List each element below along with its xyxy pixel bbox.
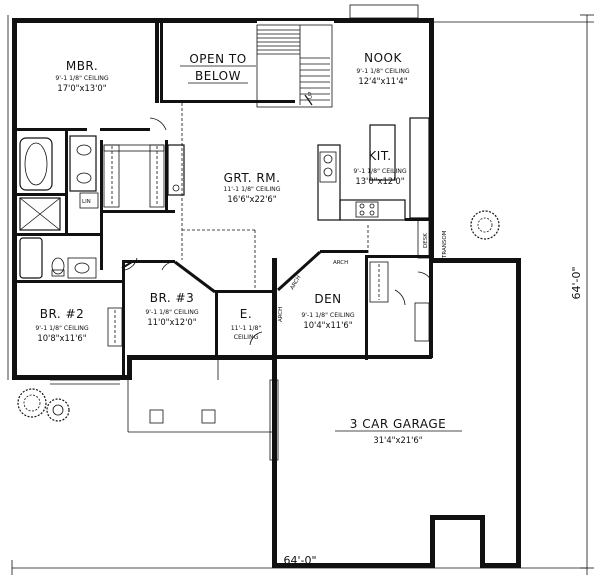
transom-label: TRANSOM [442, 230, 448, 259]
kitchen-fixtures [317, 117, 430, 259]
room-br3: BR. #3 9'-1 1/8" CEILING 11'0"x12'0" [145, 291, 198, 327]
room-open-to-below: OPEN TO BELOW [180, 52, 256, 84]
front-porch [127, 360, 272, 433]
den-size: 10'4"x11'6" [303, 320, 352, 330]
kit-ceiling: 9'-1 1/8" CEILING [353, 168, 406, 175]
den-ceiling: 9'-1 1/8" CEILING [301, 312, 354, 319]
walk-in-closet [103, 144, 165, 208]
desk-label: DESK [423, 233, 429, 248]
br3-size: 11'0"x12'0" [147, 317, 196, 327]
arch-label-entry: ARCH [278, 307, 284, 322]
grt-size: 16'6"x22'6" [227, 194, 276, 204]
room-br2: BR. #2 9'-1 1/8" CEILING 10'8"x11'6" [35, 307, 88, 343]
shrub-left [17, 388, 70, 422]
br3-ceiling: 9'-1 1/8" CEILING [145, 309, 198, 316]
br2-size: 10'8"x11'6" [37, 333, 86, 343]
stair-up-label: UP [308, 91, 314, 99]
room-entry: E. 11'-1 1/8" CEILING [231, 307, 262, 341]
room-den: DEN 9'-1 1/8" CEILING 10'4"x11'6" [301, 292, 354, 330]
mbr-name: MBR. [66, 59, 98, 73]
interior-walls [17, 23, 432, 380]
open-line2: BELOW [195, 69, 241, 83]
entry-ceiling-1: 11'-1 1/8" [231, 325, 262, 332]
br2-ceiling: 9'-1 1/8" CEILING [35, 325, 88, 332]
nook-ceiling: 9'-1 1/8" CEILING [356, 68, 409, 75]
entry-name: E. [240, 307, 252, 321]
shrub-right [470, 210, 500, 240]
front-steps [50, 379, 120, 385]
arch-label-top: ARCH [333, 260, 348, 266]
openings [181, 103, 369, 290]
br2-name: BR. #2 [40, 307, 84, 321]
entry-ceiling-2: CEILING [234, 334, 259, 341]
garage-name: 3 CAR GARAGE [350, 417, 446, 431]
br3-name: BR. #3 [150, 291, 194, 305]
master-bath-fixtures [19, 135, 99, 231]
room-kitchen: KIT. 9'-1 1/8" CEILING 13'0"x12'0" [353, 149, 406, 186]
mbr-size: 17'0"x13'0" [57, 83, 106, 93]
rear-stoop [349, 4, 419, 19]
exterior-walls [12, 18, 521, 568]
hall-bath-fixtures [19, 237, 97, 279]
den-name: DEN [314, 292, 341, 306]
kit-name: KIT. [368, 149, 391, 163]
garage-pillars [269, 379, 279, 461]
kit-size: 13'0"x12'0" [355, 176, 404, 186]
room-great-room: GRT. RM. 11'-1 1/8" CEILING 16'6"x22'6" [223, 171, 280, 204]
diagonal-walls [121, 250, 322, 294]
dimension-lines [7, 14, 594, 575]
grt-name: GRT. RM. [224, 171, 281, 185]
room-garage: 3 CAR GARAGE 31'4"x21'6" [335, 417, 462, 445]
fireplace [167, 144, 185, 196]
nook-name: NOOK [364, 51, 402, 65]
room-mbr: MBR. 9'-1 1/8" CEILING 17'0"x13'0" [55, 59, 108, 93]
linen-label: LIN [82, 199, 91, 205]
door-swings [124, 117, 433, 346]
mbr-ceiling: 9'-1 1/8" CEILING [55, 75, 108, 82]
depth-dimension: 64'-0" [570, 266, 583, 299]
nook-size: 12'4"x11'4" [358, 76, 407, 86]
open-line1: OPEN TO [189, 52, 246, 66]
grt-ceiling: 11'-1 1/8" CEILING [223, 186, 280, 193]
staircase [256, 24, 333, 108]
closets [107, 261, 430, 347]
garage-size: 31'4"x21'6" [373, 435, 422, 445]
room-nook: NOOK 9'-1 1/8" CEILING 12'4"x11'4" [356, 51, 409, 86]
